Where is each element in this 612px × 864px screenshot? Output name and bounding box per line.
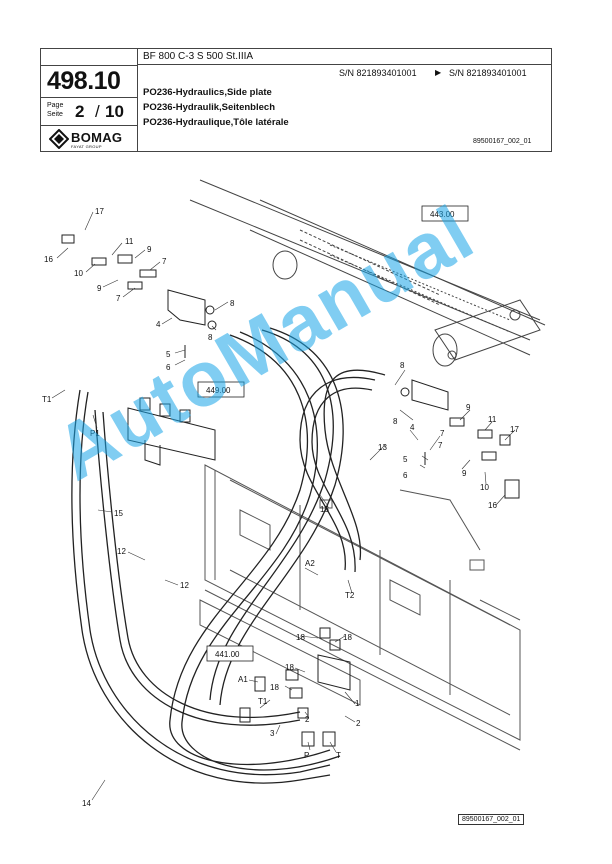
divider <box>41 125 137 126</box>
bomag-diamond-icon <box>48 128 70 150</box>
fittings-bottom <box>239 627 341 747</box>
part-label: 9 <box>466 403 471 412</box>
part-label: 8 <box>393 417 398 426</box>
part-label: 13 <box>320 505 329 514</box>
part-label: 9 <box>97 284 102 293</box>
part-label: 18 <box>270 683 279 692</box>
part-label: 12 <box>117 547 126 556</box>
part-label: 1 <box>355 699 360 708</box>
valve-block <box>127 397 216 466</box>
port-label: T2 <box>345 591 355 600</box>
part-label: 2 <box>356 719 361 728</box>
logo-name: BOMAG <box>71 130 123 145</box>
header-table: BF 800 C-3 S 500 St.IIIA 498.10 Page Sei… <box>40 48 552 152</box>
part-label: 7 <box>438 441 443 450</box>
part-label: 8 <box>230 299 235 308</box>
side-plate <box>199 464 521 751</box>
callout-441: 441.00 <box>206 645 254 662</box>
part-label: 8 <box>400 361 405 370</box>
fittings-right <box>400 387 520 499</box>
divider <box>137 64 551 65</box>
hydraulic-diagram: 443.00 449.00 441.00 17 11 9 7 16 10 9 7… <box>42 179 546 808</box>
divider <box>41 65 137 66</box>
part-label: 5 <box>166 350 171 359</box>
model-name: BF 800 C-3 S 500 St.IIIA <box>143 51 254 62</box>
part-label: 4 <box>156 320 161 329</box>
part-label: 3 <box>270 729 275 738</box>
page-label-de: Seite <box>47 111 63 118</box>
part-label: 6 <box>166 363 171 372</box>
part-label: 18 <box>343 633 352 642</box>
exploded-drawing: 443.00 449.00 441.00 17 11 9 7 16 10 9 7… <box>0 160 612 840</box>
part-label: 11 <box>125 237 134 246</box>
callout-441-label: 441.00 <box>215 650 240 659</box>
part-label: 13 <box>378 443 387 452</box>
divider <box>41 97 137 98</box>
part-label: 18 <box>296 633 305 642</box>
part-label: 7 <box>116 294 121 303</box>
leader-lines <box>51 211 516 801</box>
callout-443: 443.00 <box>421 205 469 222</box>
bracket-right <box>411 379 449 411</box>
part-label: 7 <box>162 257 167 266</box>
part-label: 5 <box>403 455 408 464</box>
logo-subtitle: FAYAT GROUP <box>71 144 102 149</box>
bracket-left <box>167 289 206 326</box>
part-label: 6 <box>403 471 408 480</box>
port-label: P1 <box>90 429 100 438</box>
part-label: 8 <box>208 333 213 342</box>
part-label: 10 <box>480 483 489 492</box>
page-separator: / <box>95 102 100 121</box>
page-current: 2 <box>75 102 85 121</box>
part-label: 11 <box>488 415 497 424</box>
serial-from: S/N 821893401001 <box>339 68 417 78</box>
page-total: 10 <box>105 102 124 121</box>
port-label: T1 <box>42 395 52 404</box>
title-de: PO236-Hydraulik,Seitenblech <box>143 102 275 113</box>
part-label: 7 <box>440 429 445 438</box>
arrow-right-icon: ▶ <box>435 68 442 77</box>
part-label: 12 <box>180 581 189 590</box>
distributor-block <box>317 654 351 691</box>
hoses <box>71 327 386 784</box>
serial-to: S/N 821893401001 <box>449 68 527 78</box>
divider <box>137 49 138 151</box>
part-label: 4 <box>410 423 415 432</box>
port-label: A2 <box>305 559 315 568</box>
port-label: P <box>304 751 309 760</box>
part-label: 15 <box>114 509 123 518</box>
extension-rails <box>189 179 546 367</box>
part-label: 14 <box>82 799 91 808</box>
fittings-left <box>61 234 217 358</box>
part-label: 17 <box>95 207 104 216</box>
port-label: T1 <box>258 697 268 706</box>
part-label: 10 <box>74 269 83 278</box>
callout-443-label: 443.00 <box>430 210 455 219</box>
port-label: A1 <box>238 675 248 684</box>
title-fr: PO236-Hydraulique,Tôle latérale <box>143 117 289 128</box>
part-label: 18 <box>285 663 294 672</box>
bomag-logo: BOMAG FAYAT GROUP <box>48 128 133 150</box>
part-label: 16 <box>44 255 53 264</box>
title-en: PO236-Hydraulics,Side plate <box>143 87 272 98</box>
port-label: T <box>336 751 341 760</box>
part-label: 17 <box>510 425 519 434</box>
part-label: 9 <box>147 245 152 254</box>
drawing-reference: 89500167_002_01 <box>458 814 525 825</box>
part-label: 9 <box>462 469 467 478</box>
callout-449: 449.00 <box>197 381 245 398</box>
document-number: 498.10 <box>47 67 121 95</box>
callout-449-label: 449.00 <box>206 386 231 395</box>
part-labels: 17 11 9 7 16 10 9 7 8 8 4 5 6 T1 P1 15 1… <box>42 207 519 808</box>
part-label: 2 <box>305 715 310 724</box>
header-reference: 89500167_002_01 <box>473 138 532 145</box>
part-label: 16 <box>488 501 497 510</box>
page-label: Page Seite <box>47 101 63 119</box>
page-label-en: Page <box>47 102 64 109</box>
